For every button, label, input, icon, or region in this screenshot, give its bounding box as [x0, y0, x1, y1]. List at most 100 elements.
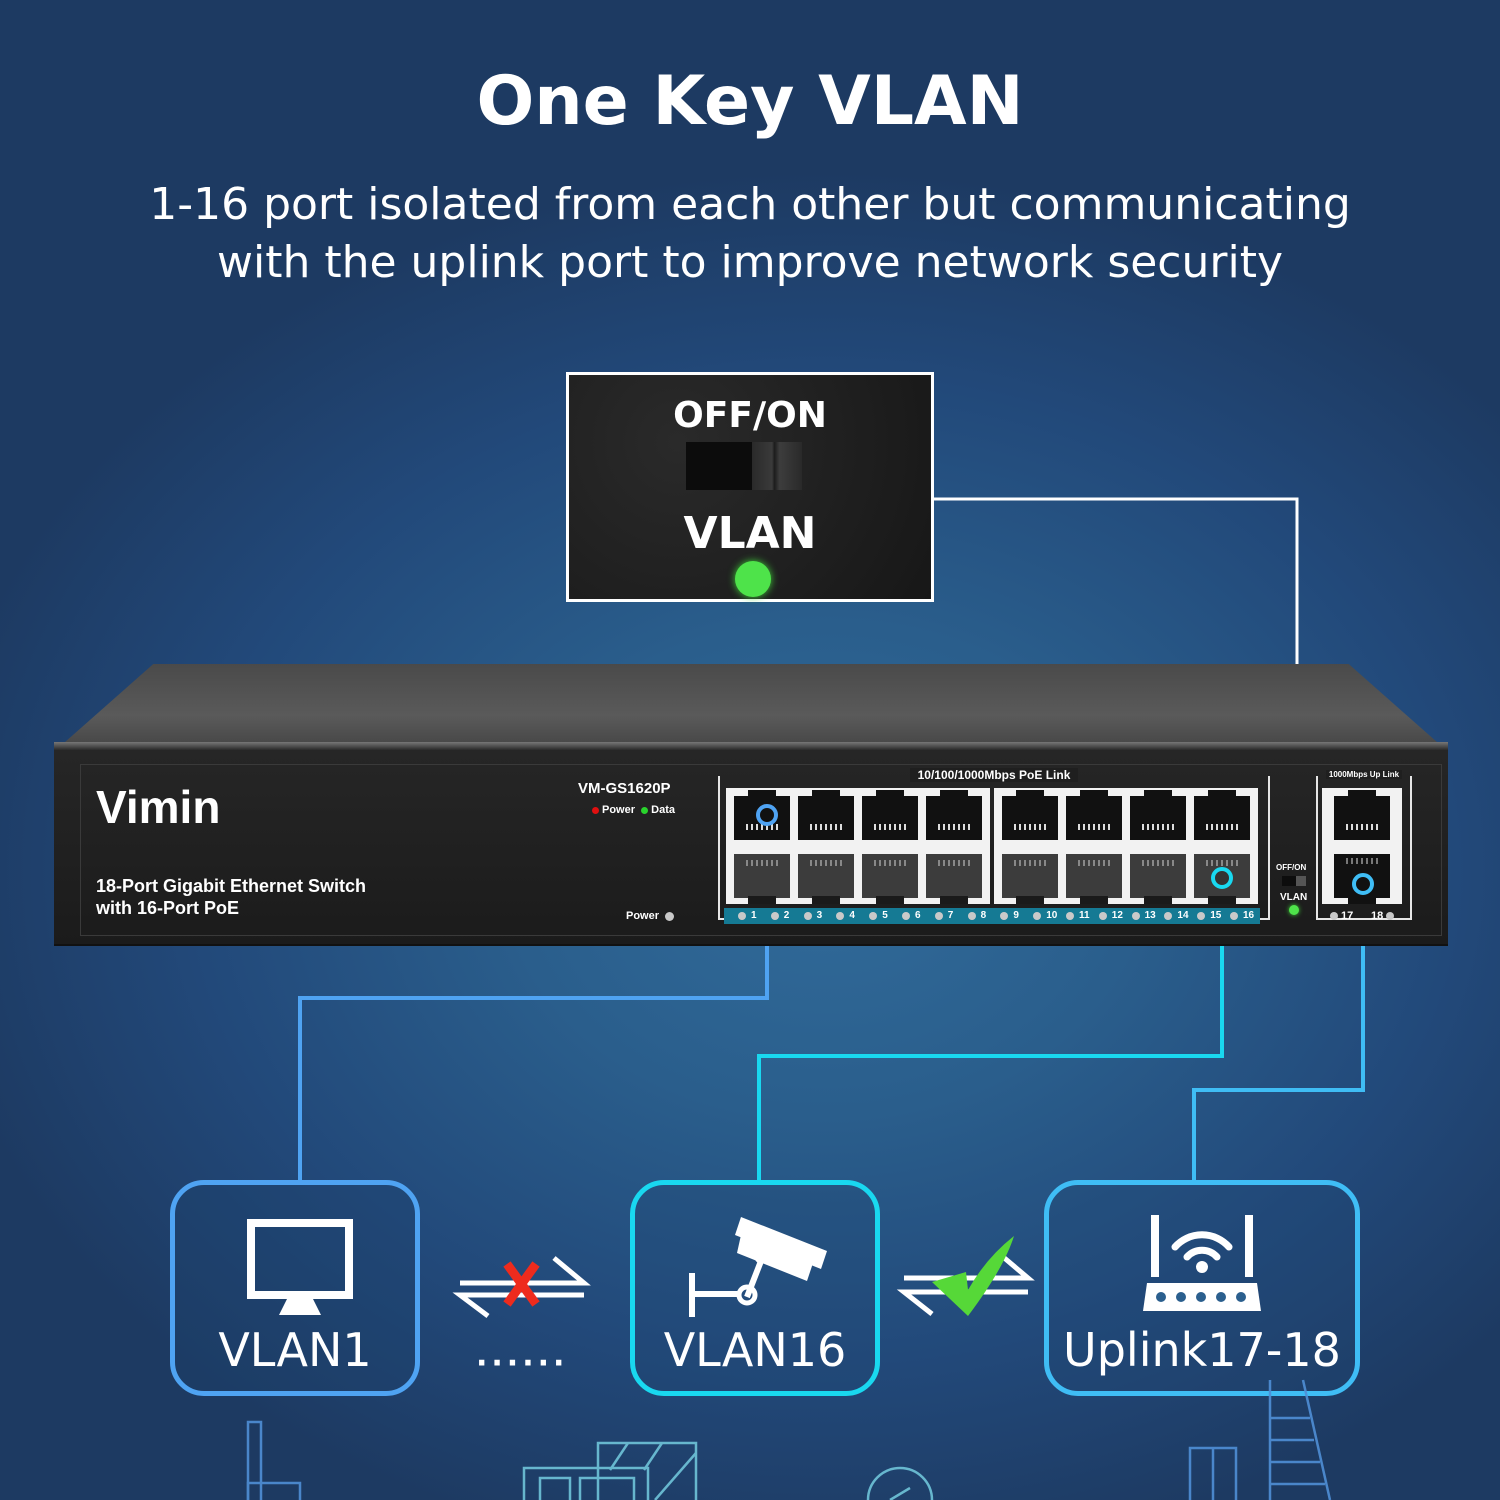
- port-number-label: 6: [915, 910, 921, 921]
- port-number-label: 2: [783, 910, 790, 921]
- ethernet-port-9[interactable]: [1002, 790, 1058, 840]
- uplink-label: Uplink17-18: [1063, 1323, 1341, 1377]
- port-panel-right: [994, 788, 1258, 904]
- port-5-led-icon: [869, 912, 878, 920]
- switch-front-border: [80, 764, 1442, 936]
- port-number-label: 9: [1013, 910, 1019, 921]
- ethernet-port-17[interactable]: [1334, 790, 1390, 840]
- port-8-led-icon: [967, 912, 976, 920]
- description-line-2: with 16-Port PoE: [96, 898, 240, 918]
- ethernet-port-2[interactable]: [734, 854, 790, 904]
- power-led-icon: [665, 911, 675, 921]
- bidirectional-arrow-icon-blocked: [452, 1256, 591, 1318]
- port-15-led-icon: [1197, 912, 1206, 920]
- ethernet-port-8[interactable]: [926, 854, 982, 904]
- ethernet-port-11[interactable]: [1066, 790, 1122, 840]
- vlan-toggle-switch[interactable]: [686, 442, 802, 490]
- port-9-led-icon: [1000, 912, 1009, 920]
- ethernet-port-1[interactable]: [734, 790, 790, 840]
- port-number-label: 14: [1177, 910, 1189, 921]
- port-number-label: 13: [1144, 910, 1156, 921]
- power-indicator: Power: [626, 910, 675, 922]
- ethernet-port-14[interactable]: [1130, 854, 1186, 904]
- page-subtitle: 1-16 port isolated from each other but c…: [0, 176, 1500, 292]
- uplink-port-label-17: 17: [1330, 910, 1353, 922]
- ethernet-port-15[interactable]: [1194, 790, 1250, 840]
- ethernet-port-16[interactable]: [1194, 854, 1250, 904]
- switch-description: 18-Port Gigabit Ethernet Switch with 16-…: [96, 875, 366, 919]
- port-6-led-icon: [902, 912, 910, 920]
- data-legend-dot-icon: [641, 806, 649, 814]
- router-icon: [1143, 1215, 1261, 1311]
- port-11-led-icon: [1066, 912, 1074, 920]
- uplink-section-label: 1000Mbps Up Link: [1325, 770, 1403, 779]
- callout-switch-label: OFF/ON: [673, 395, 827, 436]
- vlan16-box: VLAN16: [630, 1180, 880, 1396]
- toggle-knob: [752, 442, 802, 490]
- ethernet-port-10[interactable]: [1002, 854, 1058, 904]
- ethernet-port-6[interactable]: [862, 854, 918, 904]
- port-number-label: 3: [816, 910, 823, 921]
- vlan1-box: VLAN1: [170, 1180, 420, 1396]
- port-number-label: 12: [1111, 910, 1123, 921]
- uplink-port-label-18: 18: [1371, 910, 1395, 922]
- uplink-port-frame: [1316, 776, 1412, 920]
- device-vlan-switch-label: OFF/ON: [1276, 863, 1307, 872]
- check-mark-icon: [932, 1236, 1014, 1316]
- monitor-icon: [247, 1219, 353, 1315]
- port-number-label: 15: [1210, 910, 1222, 921]
- port-number-label: 5: [882, 910, 888, 921]
- port-3-led-icon: [803, 912, 812, 920]
- callout-vlan-label: VLAN: [683, 508, 817, 559]
- port-4-led-icon: [836, 912, 845, 920]
- device-vlan-toggle[interactable]: [1282, 876, 1306, 886]
- x-mark-icon: [503, 1261, 540, 1307]
- port-1-led-icon: [738, 912, 746, 920]
- port-number-label: 1: [751, 910, 757, 921]
- subtitle-line-2: with the uplink port to improve network …: [217, 237, 1283, 288]
- port-7-led-icon: [934, 912, 943, 920]
- legend-power-label: Power: [602, 804, 636, 816]
- page-title: One Key VLAN: [476, 62, 1024, 141]
- ethernet-port-5[interactable]: [862, 790, 918, 840]
- ethernet-port-13[interactable]: [1130, 790, 1186, 840]
- ethernet-port-7[interactable]: [926, 790, 982, 840]
- ethernet-port-12[interactable]: [1066, 854, 1122, 904]
- description-line-1: 18-Port Gigabit Ethernet Switch: [96, 876, 367, 896]
- led-legend: Power Data: [592, 804, 675, 816]
- port-panel-left: [726, 788, 990, 904]
- cctv-camera-icon: [689, 1217, 827, 1317]
- port-13-led-icon: [1131, 912, 1140, 920]
- port-number-label: 7: [947, 910, 954, 921]
- brand-logo: Vimin: [96, 781, 221, 833]
- port-18-led-icon: [1386, 912, 1395, 921]
- port-number-label: 16: [1243, 910, 1255, 921]
- subtitle-line-1: 1-16 port isolated from each other but c…: [149, 179, 1351, 230]
- port-10-led-icon: [1033, 912, 1042, 920]
- vlan16-label: VLAN16: [663, 1323, 847, 1377]
- port-16-led-icon: [1230, 912, 1238, 920]
- vlan1-label: VLAN1: [218, 1323, 372, 1377]
- switch-top-panel: [56, 664, 1446, 750]
- vlan-led-icon: [735, 561, 771, 597]
- legend-data-label: Data: [651, 804, 675, 816]
- port-number-label: 4: [849, 910, 855, 921]
- port-number-label: 11: [1079, 910, 1090, 921]
- ellipsis-indicator: ······: [476, 1346, 569, 1381]
- uplink-port-panel: [1322, 788, 1402, 904]
- ethernet-port-18[interactable]: [1334, 854, 1390, 904]
- port-number-label: 8: [980, 910, 987, 921]
- bidirectional-arrow-icon-allowed: [896, 1254, 1035, 1316]
- uplink-box: Uplink17-18: [1044, 1180, 1360, 1396]
- ethernet-port-4[interactable]: [798, 854, 854, 904]
- ethernet-port-3[interactable]: [798, 790, 854, 840]
- device-vlan-led-icon: [1289, 905, 1299, 915]
- port-number-label: 10: [1046, 910, 1058, 921]
- port-2-led-icon: [770, 912, 779, 920]
- model-number: VM-GS1620P: [578, 780, 671, 797]
- poe-section-label: 10/100/1000Mbps PoE Link: [909, 768, 1079, 782]
- device-vlan-label: VLAN: [1280, 892, 1308, 903]
- port-17-led-icon: [1330, 912, 1338, 921]
- power-legend-dot-icon: [592, 806, 599, 814]
